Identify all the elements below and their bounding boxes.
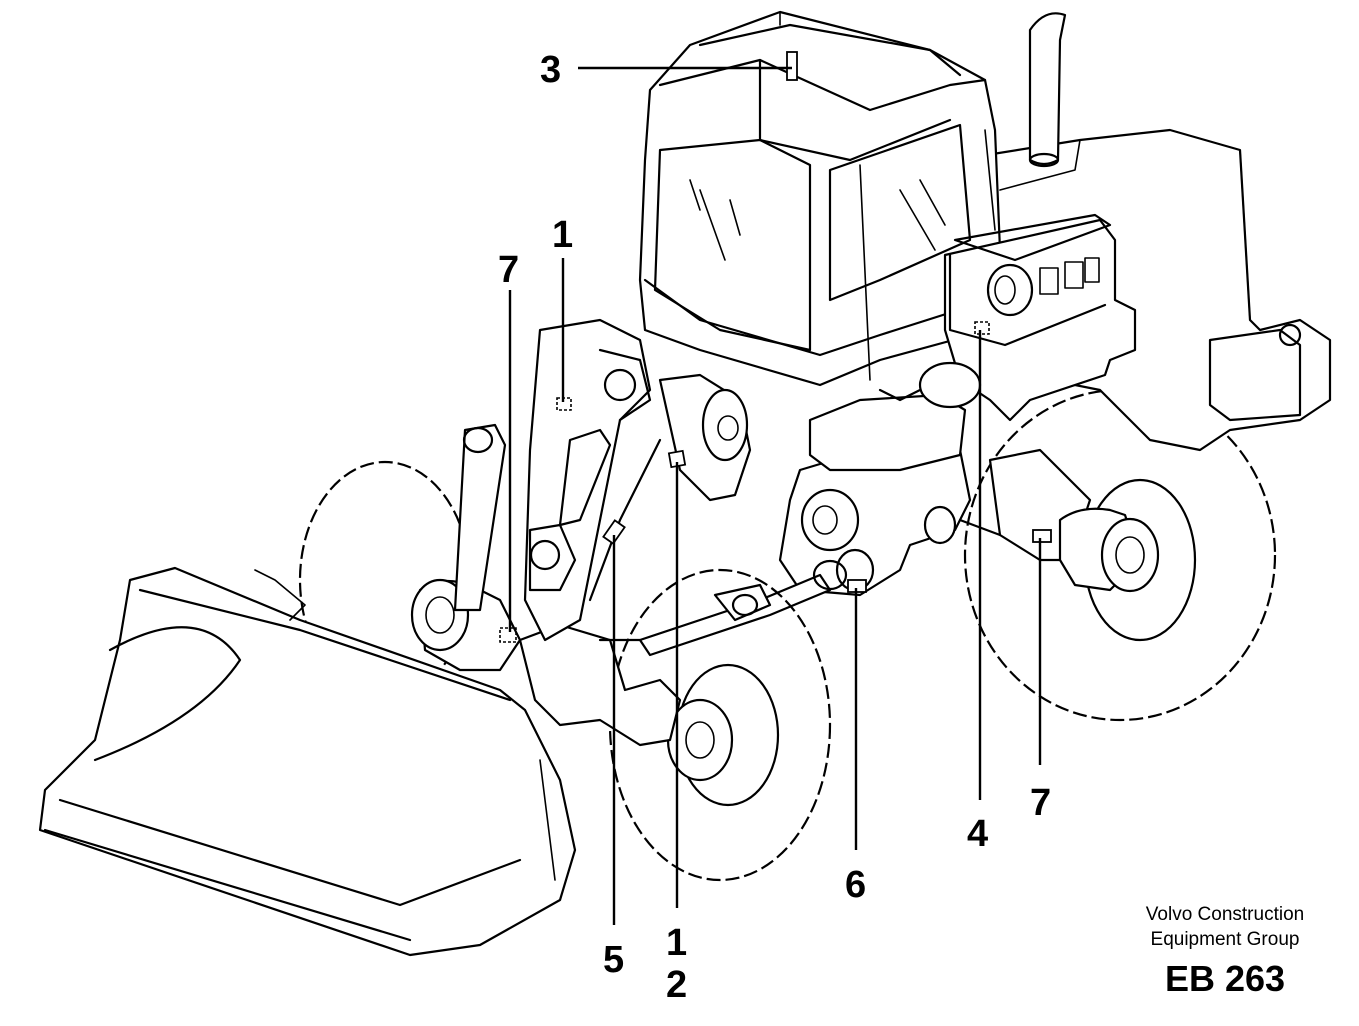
bucket — [38, 566, 577, 957]
callout-4: 4 — [967, 813, 988, 855]
callout-5: 5 — [603, 939, 624, 981]
tilt-linkage — [453, 423, 577, 612]
drive-shaft — [638, 559, 848, 657]
callout-1-top: 1 — [552, 214, 573, 256]
leader-lines — [508, 66, 1042, 925]
transmission — [778, 361, 982, 597]
callout-1-bottom: 1 — [666, 922, 687, 964]
front-axle — [410, 578, 682, 747]
callout-2: 2 — [666, 964, 687, 1006]
exhaust-pipe — [1028, 12, 1067, 168]
drawing-code: EB 263 — [1164, 958, 1286, 999]
caption-line-2: Equipment Group — [1150, 929, 1300, 950]
manufacturer-caption: Volvo Construction Equipment Group — [1100, 902, 1350, 952]
rear-axle — [923, 448, 1160, 593]
callout-7-rear: 7 — [1030, 782, 1051, 824]
operator-cab — [638, 10, 1002, 387]
lift-arms — [523, 318, 752, 642]
callout-6: 6 — [845, 864, 866, 906]
callout-3: 3 — [540, 49, 561, 91]
callout-7-front: 7 — [498, 249, 519, 291]
engine — [943, 213, 1137, 422]
caption-line-1: Volvo Construction — [1145, 904, 1305, 925]
callout-numbers: 3 1 7 5 1 2 6 4 7 — [498, 49, 1051, 1006]
